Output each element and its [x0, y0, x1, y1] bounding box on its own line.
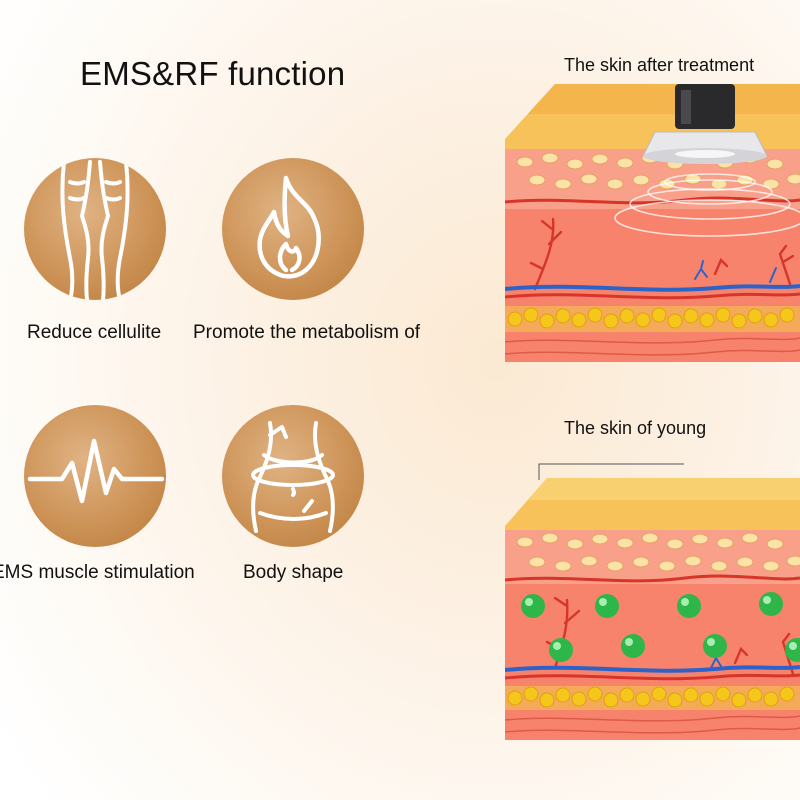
feature-circle-metabolism [222, 158, 364, 300]
feature-label-body-shape: Body shape [243, 562, 344, 583]
caption-young-skin: The skin of young [564, 418, 707, 438]
feature-circle-ems [24, 405, 166, 547]
skin-after-treatment-illustration [505, 84, 800, 362]
feature-label-metabolism: Promote the metabolism of [193, 322, 421, 343]
caption-bracket [538, 463, 684, 480]
pulse-wave-icon [27, 438, 165, 504]
nutrient-spheres [521, 592, 800, 662]
skin-young-illustration [505, 478, 800, 740]
legs-icon [60, 160, 130, 300]
feature-label-reduce-cellulite: Reduce cellulite [27, 322, 162, 343]
feature-label-ems: EMS muscle stimulation [0, 562, 195, 583]
feature-circle-body-shape [222, 405, 364, 547]
flame-icon [257, 175, 321, 279]
rf-device-icon [642, 84, 768, 164]
feature-circle-reduce-cellulite [24, 158, 166, 300]
page-title: EMS&RF function [80, 55, 346, 92]
waist-tape-icon [251, 421, 335, 533]
caption-after-treatment: The skin after treatment [564, 55, 755, 75]
